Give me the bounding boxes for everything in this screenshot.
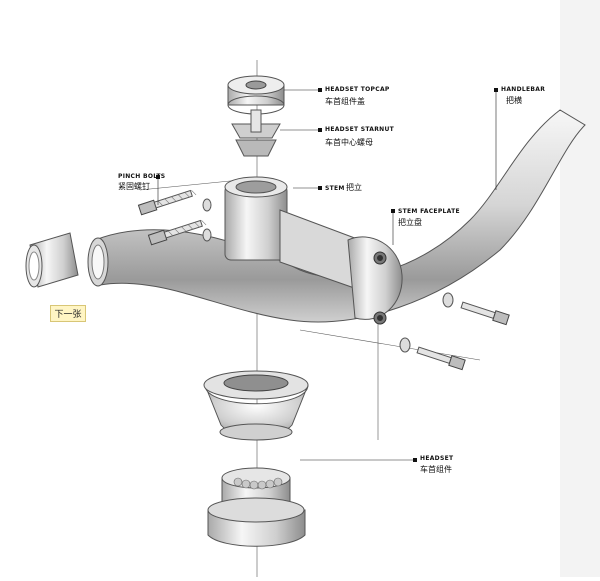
label-headset-starnut-en: HEADSET STARNUT bbox=[325, 126, 395, 133]
pinch-bolts-graphic bbox=[137, 189, 212, 246]
label-markers bbox=[156, 88, 498, 462]
label-handlebar-en: HANDLEBAR bbox=[501, 86, 546, 93]
stem-graphic bbox=[224, 176, 361, 291]
label-stem-faceplate-zh: 把立盘 bbox=[398, 218, 422, 227]
label-leader-lines bbox=[157, 89, 497, 461]
label-pinch-bolts-en: PINCH BOLTS bbox=[118, 173, 166, 180]
label-stem-faceplate-en: STEM FACEPLATE bbox=[398, 208, 460, 215]
label-headset-topcap-zh: 车首组件盖 bbox=[325, 97, 365, 106]
next-image-button[interactable]: 下一张 bbox=[50, 305, 86, 322]
headset-upper-cup-graphic bbox=[203, 370, 309, 441]
handlebar-graphic bbox=[87, 109, 586, 323]
label-headset-zh: 车首组件 bbox=[420, 465, 452, 474]
bar-end-plug-graphic bbox=[25, 232, 79, 288]
label-headset-en: HEADSET bbox=[420, 455, 454, 462]
headset-topcap-graphic bbox=[227, 75, 285, 115]
label-stem-en: STEM bbox=[325, 185, 345, 192]
headset-lower-cup-graphic bbox=[207, 467, 306, 547]
headset-starnut-graphic bbox=[231, 109, 281, 157]
label-pinch-bolts-zh: 紧固螺钉 bbox=[118, 182, 150, 191]
label-headset-starnut-zh: 车首中心螺母 bbox=[325, 138, 373, 147]
label-handlebar-zh: 把横 bbox=[506, 96, 522, 105]
label-headset-topcap-en: HEADSET TOPCAP bbox=[325, 86, 390, 93]
label-stem-zh: 把立 bbox=[346, 183, 362, 192]
stem-faceplate-graphic bbox=[347, 236, 403, 325]
faceplate-bolts-graphic bbox=[399, 292, 510, 371]
page-edge-shadow bbox=[560, 0, 600, 577]
